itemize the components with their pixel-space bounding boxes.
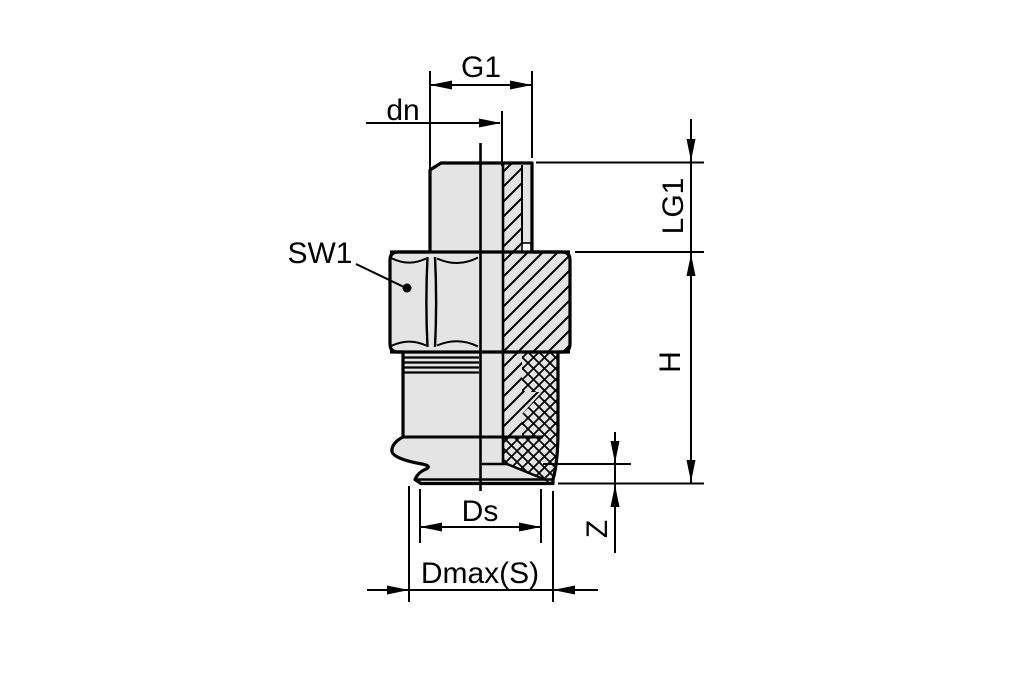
dimension-z: Z (581, 432, 620, 553)
part-edges (390, 143, 570, 491)
thread-section-hatch (503, 163, 522, 252)
dimension-label-ds: Ds (462, 495, 499, 528)
hex-facets (390, 256, 479, 348)
dimension-label-dmax: Dmax(S) (421, 557, 539, 590)
z-arrow-bottom (610, 485, 620, 507)
sw1-leader-line (355, 263, 407, 289)
elastomer-section-crosshatch (503, 353, 558, 483)
right-extension-lines (536, 161, 704, 485)
ds-arrow-right (519, 522, 541, 532)
h-arrow-bottom (686, 460, 696, 482)
suction-cup-part (388, 143, 572, 491)
dimension-dn: dn (366, 94, 503, 166)
dimension-lg1-h: LG1 H (654, 119, 696, 483)
ds-arrow-left (420, 522, 442, 532)
h-arrow-top (686, 254, 696, 276)
sw1-leader-dot (402, 283, 412, 293)
dn-arrow (479, 118, 501, 128)
g1-arrow-left (430, 80, 452, 90)
dimension-label-z: Z (581, 520, 614, 538)
hex-section-hatch (503, 252, 570, 352)
lg1-arrow-top (686, 139, 696, 161)
dimension-label-sw1: SW1 (287, 237, 352, 270)
dimension-label-dn: dn (386, 94, 419, 127)
insert-section-hatch (503, 352, 541, 437)
cup-interior-cone-edge (506, 462, 546, 481)
retaining-grooves (403, 356, 479, 374)
dimension-ds: Ds (419, 489, 542, 543)
dimension-label-h: H (654, 351, 687, 373)
dimension-label-g1: G1 (461, 51, 501, 84)
dimension-dmax: Dmax(S) (367, 486, 598, 602)
z-arrow-top (610, 441, 620, 463)
dimension-g1: G1 (429, 51, 533, 172)
callout-sw1: SW1 (287, 237, 412, 293)
dimension-label-lg1: LG1 (657, 178, 690, 235)
dmax-arrow-left (387, 585, 409, 595)
dmax-arrow-right (553, 585, 575, 595)
g1-arrow-right (510, 80, 532, 90)
